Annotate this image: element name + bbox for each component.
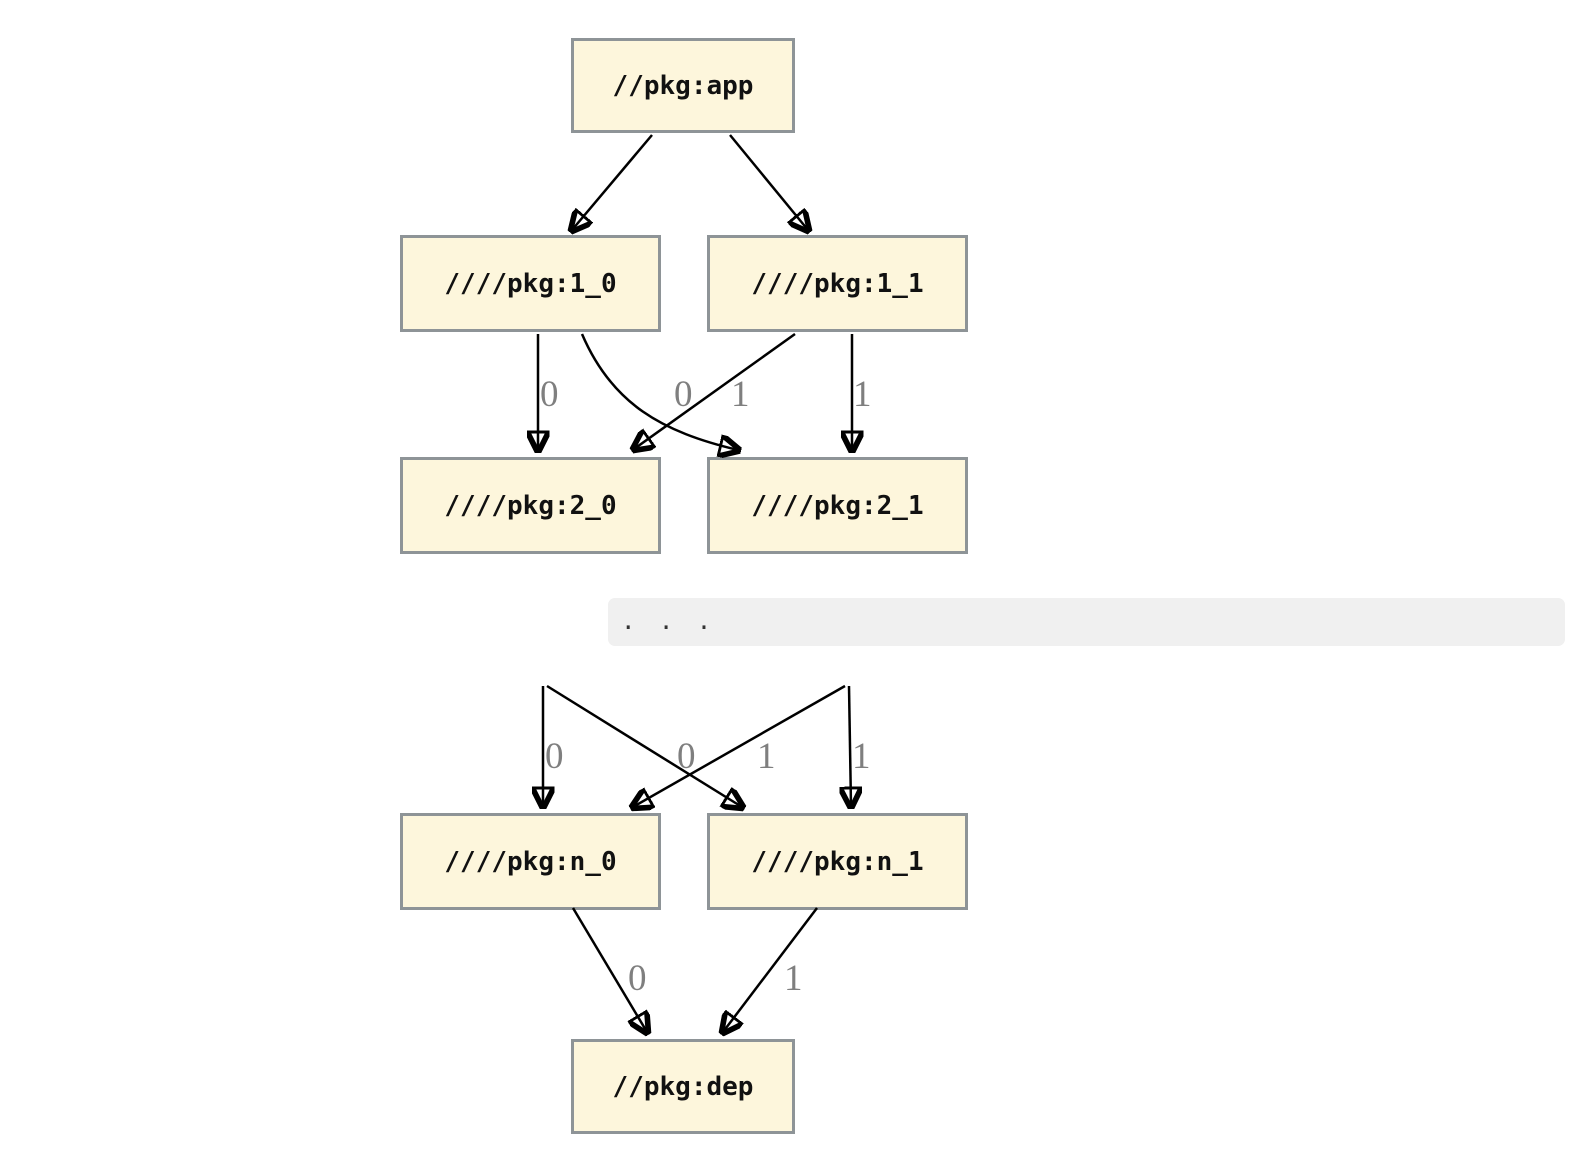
- edge-prev1-to-n-0: [633, 684, 846, 807]
- edge-label-1-0-to-2-1: 1: [731, 374, 750, 415]
- edge-label-prev1-to-n-0: 0: [677, 736, 696, 777]
- edge-label-1-1-to-2-1: 1: [853, 374, 872, 415]
- edge-label-prev0-to-n-1: 1: [757, 736, 776, 777]
- edge-label-prev0-to-n-0: 0: [545, 736, 564, 777]
- edge-label-n-0-to-dep: 0: [628, 958, 647, 999]
- edge-1-1-to-2-0: [634, 332, 796, 449]
- node-pkg-2-1: ////pkg:2_1: [707, 457, 968, 554]
- ellipsis-band: . . .: [608, 598, 1565, 646]
- node-pkg-1-0: ////pkg:1_0: [400, 235, 661, 332]
- edge-app-to-1-1: [729, 134, 808, 230]
- edge-app-to-1-0: [572, 134, 653, 230]
- edge-n-1-to-dep: [723, 907, 818, 1032]
- node-pkg-2-0: ////pkg:2_0: [400, 457, 661, 554]
- edge-prev1-to-n-1: [849, 685, 851, 806]
- node-pkg-n-1: ////pkg:n_1: [707, 813, 968, 910]
- node-pkg-dep: //pkg:dep: [571, 1039, 795, 1134]
- edge-label-1-0-to-2-0: 0: [540, 374, 559, 415]
- node-pkg-1-1: ////pkg:1_1: [707, 235, 968, 332]
- edge-label-n-1-to-dep: 1: [784, 958, 803, 999]
- edge-label-prev1-to-n-1: 1: [852, 736, 871, 777]
- edge-1-0-to-2-1: [580, 333, 738, 450]
- edge-prev0-to-n-1: [546, 684, 742, 807]
- ellipsis-text: . . .: [621, 607, 712, 635]
- edge-label-1-1-to-2-0: 0: [674, 374, 693, 415]
- node-pkg-n-0: ////pkg:n_0: [400, 813, 661, 910]
- node-pkg-app: //pkg:app: [571, 38, 795, 133]
